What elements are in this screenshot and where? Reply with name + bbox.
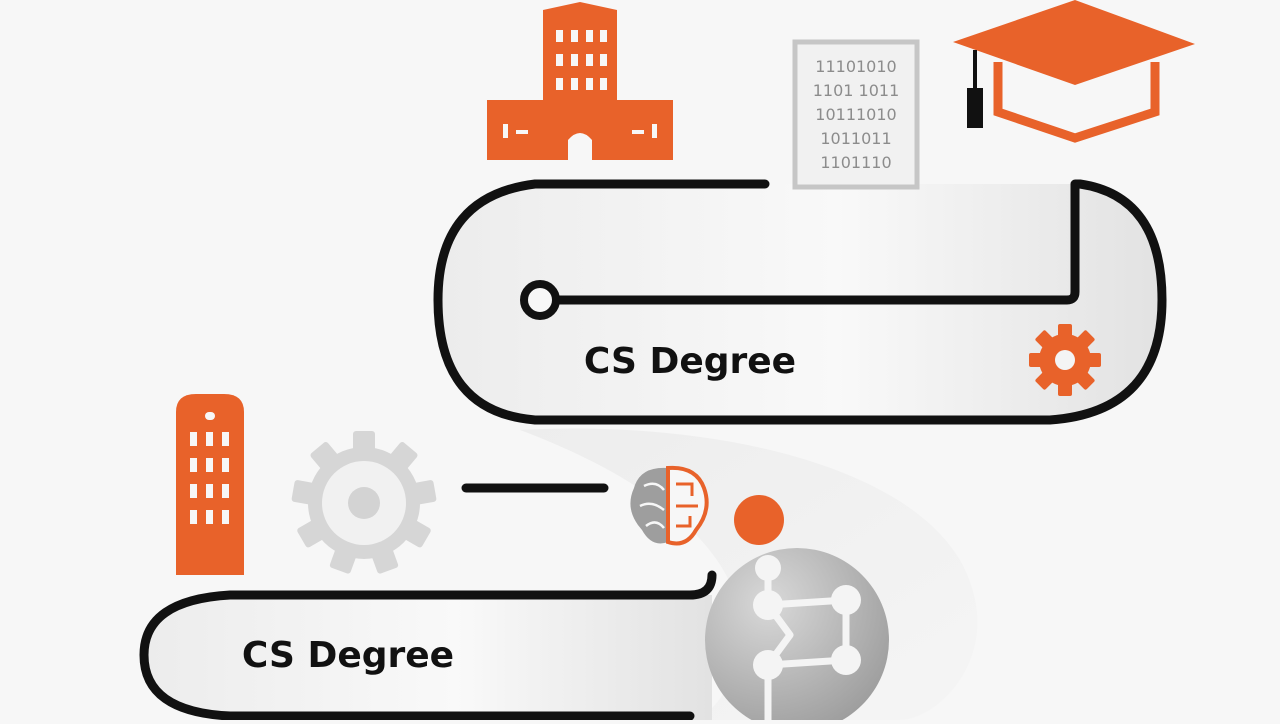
university-building-icon (487, 2, 673, 160)
network-sphere-icon (705, 548, 889, 724)
binary-line: 10111010 (815, 105, 896, 124)
binary-line: 1101 1011 (813, 81, 900, 100)
brain-circuit-icon (630, 465, 709, 546)
upper-stage-label: CS Degree (584, 341, 796, 382)
upper-start-node (520, 280, 560, 320)
binary-line: 1101110 (820, 153, 891, 172)
tower-building-icon (176, 394, 244, 575)
upper-capsule-outline (433, 179, 1167, 425)
binary-line: 11101010 (815, 57, 896, 76)
graduation-cap-icon (953, 0, 1195, 143)
gear-icon (1029, 324, 1101, 396)
lower-capsule-shape (144, 595, 712, 720)
gear-icon (291, 431, 437, 574)
upper-stage-track (433, 179, 1167, 425)
lower-capsule-outline (139, 570, 717, 721)
lower-stage-track (139, 570, 717, 721)
binary-code-document-icon: 11101010 1101 1011 10111010 1011011 1101… (792, 39, 920, 190)
binary-line: 1011011 (820, 129, 891, 148)
accent-dot (734, 495, 784, 545)
lower-stage-label: CS Degree (242, 635, 454, 676)
